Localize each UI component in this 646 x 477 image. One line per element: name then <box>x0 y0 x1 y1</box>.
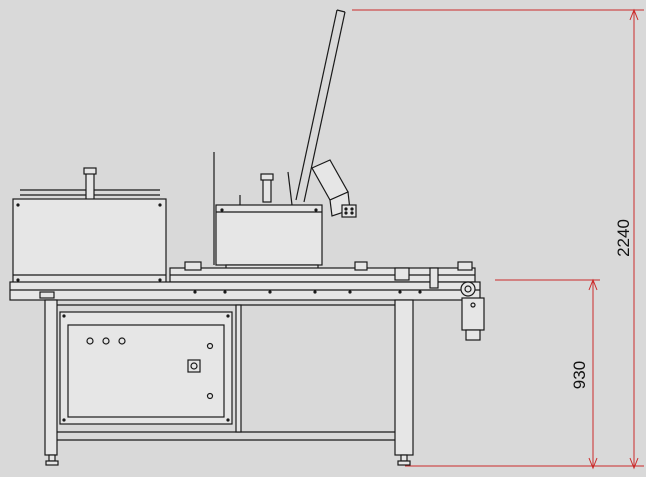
indicator-lamp-1 <box>86 337 94 345</box>
support-arm <box>295 9 346 203</box>
arrow-bottom-conveyor <box>588 457 598 470</box>
machine <box>9 9 485 466</box>
conveyor <box>9 261 481 301</box>
left-labeller-unit <box>10 167 167 295</box>
indicator-lamp-2 <box>102 337 110 345</box>
lock-top <box>206 342 214 350</box>
indicator-lamp-3 <box>118 337 126 345</box>
total-height-dimension: 2240 <box>613 219 633 257</box>
dimension-lines <box>352 8 644 470</box>
arrow-top-total <box>629 8 639 21</box>
control-cabinet <box>59 311 233 425</box>
arrow-top-conveyor <box>588 278 598 291</box>
drive-motor <box>461 297 485 341</box>
lock-bottom <box>206 392 214 400</box>
print-head <box>311 159 357 218</box>
conveyor-height-dimension: 930 <box>570 360 590 390</box>
frame <box>44 299 414 466</box>
arrow-bottom-total <box>629 457 639 470</box>
guide-rod-right <box>287 171 293 206</box>
